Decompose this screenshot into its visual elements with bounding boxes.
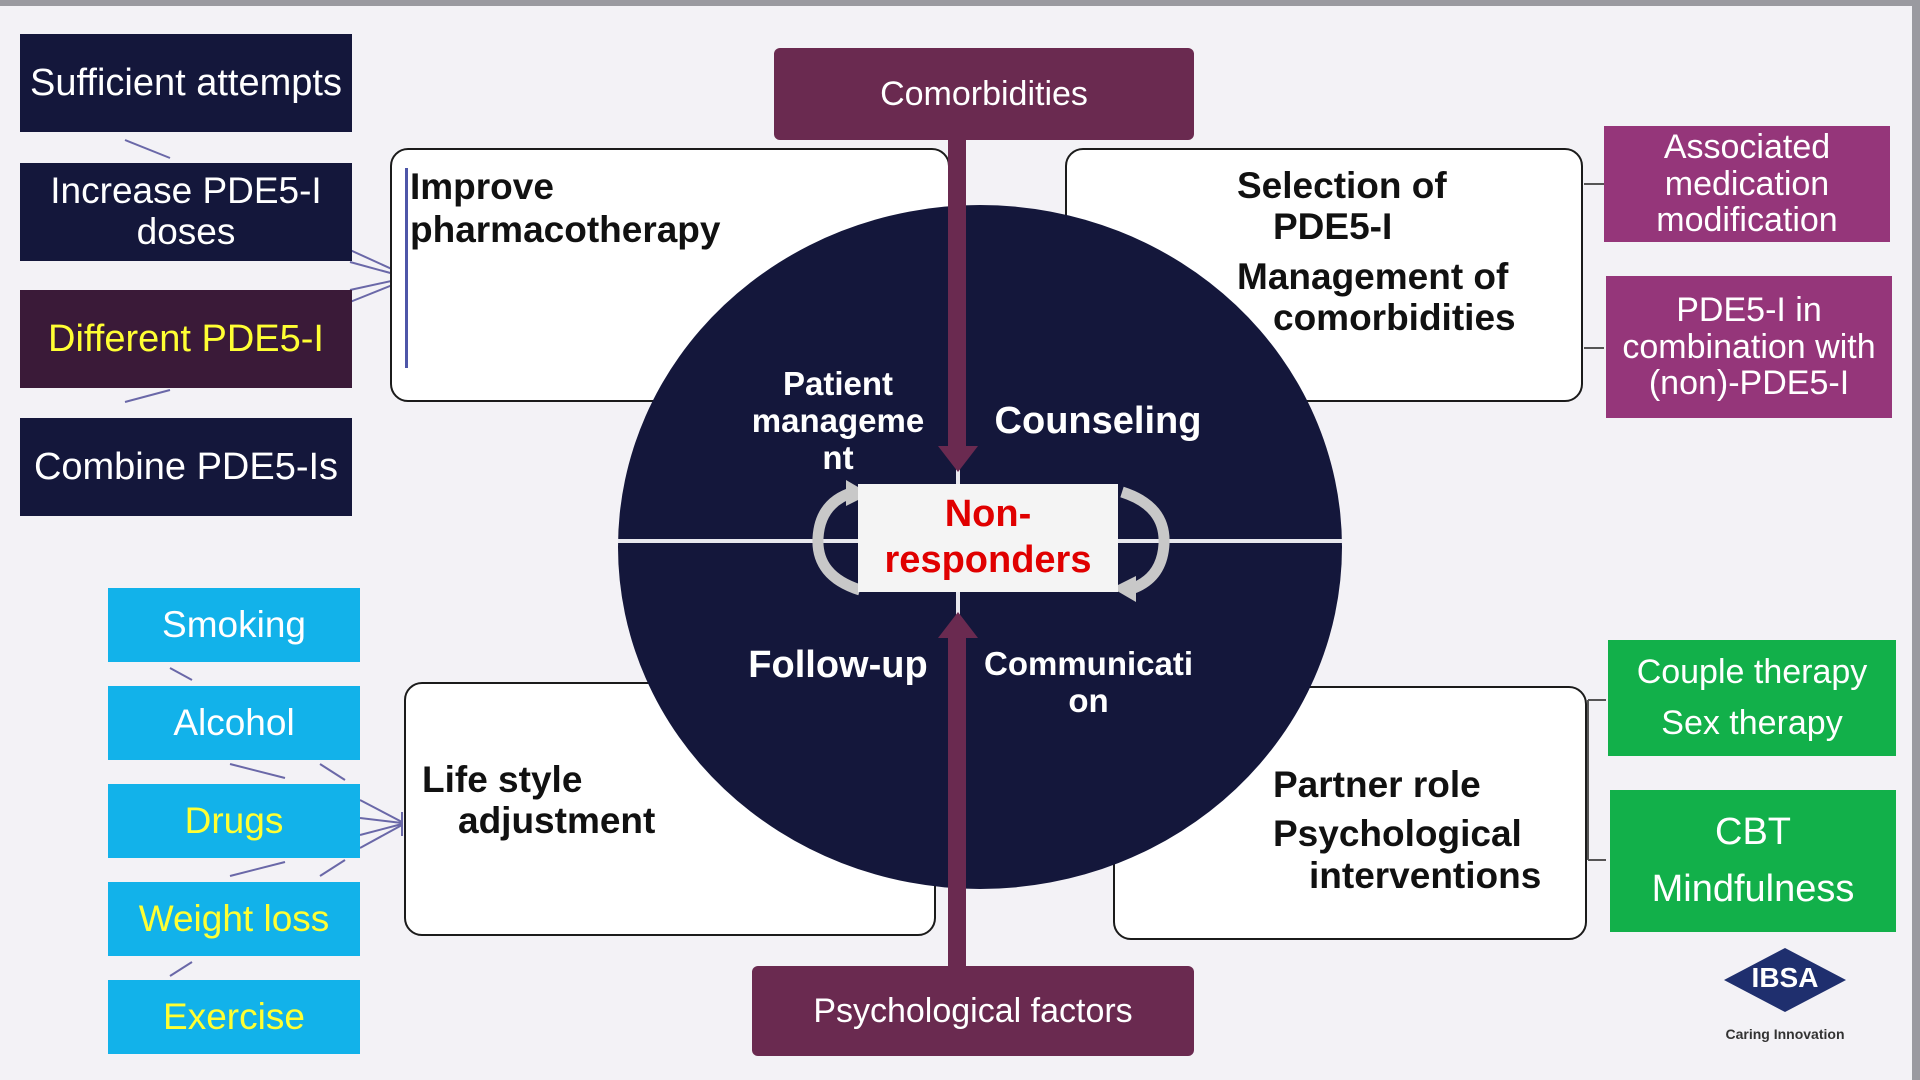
smoking-label: Smoking <box>162 604 306 645</box>
comorbidities-box: Comorbidities <box>774 48 1194 140</box>
non-responders-line2: responders <box>884 539 1092 581</box>
psychological-factors-label: Psychological factors <box>813 991 1133 1030</box>
increase-doses-label: Increase PDE5-I doses <box>50 170 322 252</box>
drugs-box: Drugs <box>108 784 360 858</box>
down-arrow-head-icon <box>938 446 978 472</box>
alcohol-box: Alcohol <box>108 686 360 760</box>
pde5i-combination-box: PDE5-I in combination with (non)-PDE5-I <box>1606 276 1892 418</box>
cbt-label: CBT <box>1715 811 1791 853</box>
management-line2: comorbidities <box>1273 297 1516 339</box>
partner-psychological-text: Partner role Psychological interventions <box>1273 764 1541 898</box>
selection-text: Selection of PDE5-I <box>1237 165 1447 248</box>
selection-line2: PDE5-I <box>1273 206 1393 248</box>
lifestyle-line1: Life style <box>422 759 583 800</box>
sufficient-attempts-label: Sufficient attempts <box>30 61 342 104</box>
alcohol-label: Alcohol <box>173 702 295 743</box>
couple-therapy-label: Couple therapy <box>1636 653 1868 691</box>
associated-medication-label: Associated medication modification <box>1656 127 1838 240</box>
psychological-factors-box: Psychological factors <box>752 966 1194 1056</box>
different-pde5i-label: Different PDE5-I <box>48 317 324 360</box>
weight-loss-box: Weight loss <box>108 882 360 956</box>
counseling-label: Counseling <box>994 400 1202 442</box>
psychological-line1: Psychological <box>1273 812 1522 854</box>
psychological-up-arrow-shaft <box>948 636 966 966</box>
communication-label: Communicati on <box>983 645 1194 719</box>
lifestyle-adjustment-text: Life style adjustment <box>422 759 656 841</box>
patient-management-label: Patient manageme nt <box>751 365 925 476</box>
different-pde5i-box: Different PDE5-I <box>20 290 352 388</box>
up-arrow-head-icon <box>938 612 978 638</box>
comorbidities-down-arrow-shaft <box>948 136 966 454</box>
non-responders-line1: Non- <box>944 493 1032 536</box>
cbt-mindfulness-box: CBT Mindfulness <box>1610 790 1896 932</box>
combine-pde5is-box: Combine PDE5-Is <box>20 418 352 516</box>
management-line1: Management of <box>1237 256 1509 297</box>
slide-right-border <box>1912 0 1920 1080</box>
psychological-line2: interventions <box>1309 855 1542 897</box>
logo-brand: IBSA <box>1751 962 1819 993</box>
increase-doses-box: Increase PDE5-I doses <box>20 163 352 261</box>
couple-sex-therapy-box: Couple therapy Sex therapy <box>1608 640 1896 756</box>
ibsa-logo-icon <box>1724 948 1846 1012</box>
exercise-box: Exercise <box>108 980 360 1054</box>
exercise-label: Exercise <box>163 996 305 1037</box>
sufficient-attempts-box: Sufficient attempts <box>20 34 352 132</box>
drugs-label: Drugs <box>184 800 284 841</box>
sex-therapy-label: Sex therapy <box>1661 704 1843 742</box>
pde5i-combination-label: PDE5-I in combination with (non)-PDE5-I <box>1622 290 1876 403</box>
associated-medication-box: Associated medication modification <box>1604 126 1890 242</box>
cycle-arrow-right-icon <box>1112 486 1170 602</box>
smoking-box: Smoking <box>108 588 360 662</box>
mindfulness-label: Mindfulness <box>1651 868 1855 910</box>
slide-top-border <box>0 0 1920 6</box>
weight-loss-label: Weight loss <box>138 898 330 939</box>
management-text: Management of comorbidities <box>1237 256 1516 339</box>
improve-pharmacotherapy-label: Improve pharmacotherapy <box>410 166 721 250</box>
non-responders-box: Non- responders <box>858 484 1118 592</box>
comorbidities-label: Comorbidities <box>880 74 1088 113</box>
logo-tagline: Caring Innovation <box>1725 1026 1845 1042</box>
selection-line1: Selection of <box>1237 165 1447 206</box>
combine-pde5is-label: Combine PDE5-Is <box>33 445 339 488</box>
follow-up-label: Follow-up <box>748 644 928 686</box>
partner-role-line: Partner role <box>1273 764 1481 805</box>
improve-panel-accent-line <box>405 168 408 368</box>
lifestyle-line2: adjustment <box>458 799 656 841</box>
